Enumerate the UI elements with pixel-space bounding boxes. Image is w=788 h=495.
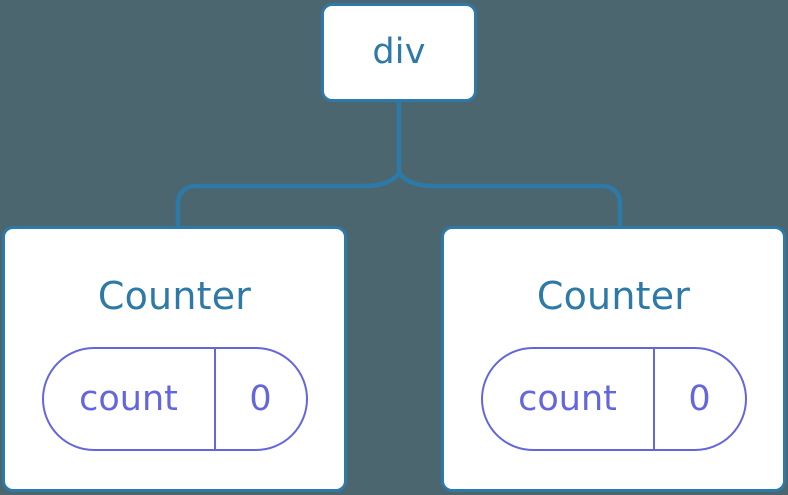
connector-to-counter-left [175,171,401,228]
node-div-label: div [372,32,426,72]
connector-to-counter-right [397,171,623,228]
state-pill-right-value-cell: 0 [655,349,745,449]
state-pill-left-value: 0 [249,378,272,419]
state-pill-left-value-cell: 0 [216,349,306,449]
state-pill-left[interactable]: count 0 [41,347,308,451]
node-counter-right-label: Counter [536,274,691,318]
state-pill-right[interactable]: count 0 [480,347,747,451]
state-pill-right-key: count [518,378,617,419]
state-pill-right-key-cell: count [483,349,655,449]
node-counter-left[interactable]: Counter count 0 [2,226,347,492]
state-pill-left-key-cell: count [44,349,216,449]
state-pill-left-key: count [79,378,178,419]
node-counter-left-label: Counter [97,274,252,318]
node-div[interactable]: div [321,3,477,102]
state-pill-right-value: 0 [688,378,711,419]
node-counter-right[interactable]: Counter count 0 [441,226,786,492]
